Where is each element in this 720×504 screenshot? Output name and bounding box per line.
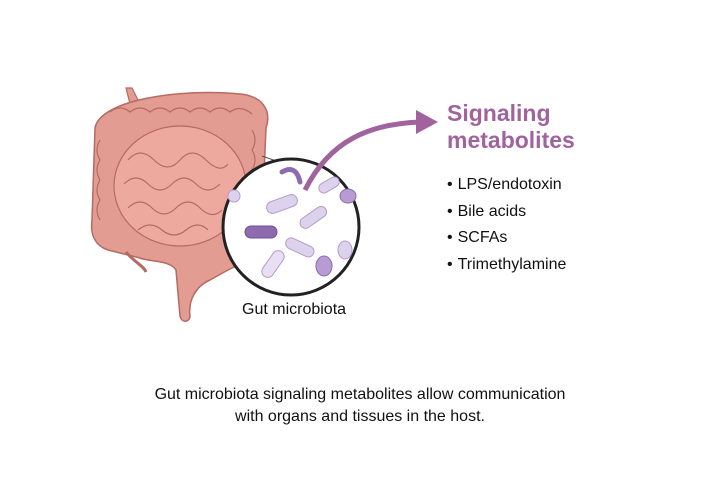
caption-line-1: Gut microbiota signaling metabolites all… (154, 386, 566, 403)
arrow (302, 110, 438, 192)
microbiota-label: Gut microbiota (242, 301, 347, 318)
heading: Signaling metabolites (447, 100, 647, 154)
bacteria-group (227, 167, 357, 278)
caption: Gut microbiota signaling metabolites all… (100, 384, 620, 428)
metabolite-item: SCFAs (447, 225, 566, 252)
intestine-illustration (90, 87, 269, 322)
heading-line-1: Signaling (447, 100, 551, 126)
heading-line-2: metabolites (447, 127, 575, 153)
caption-line-2: with organs and tissues in the host. (235, 408, 485, 425)
metabolite-list: LPS/endotoxin Bile acids SCFAs Trimethyl… (447, 172, 567, 279)
metabolite-item: Bile acids (447, 199, 566, 226)
metabolite-item: Trimethylamine (447, 252, 567, 279)
microbiota-magnifier (221, 157, 361, 297)
metabolite-item: LPS/endotoxin (447, 172, 566, 199)
